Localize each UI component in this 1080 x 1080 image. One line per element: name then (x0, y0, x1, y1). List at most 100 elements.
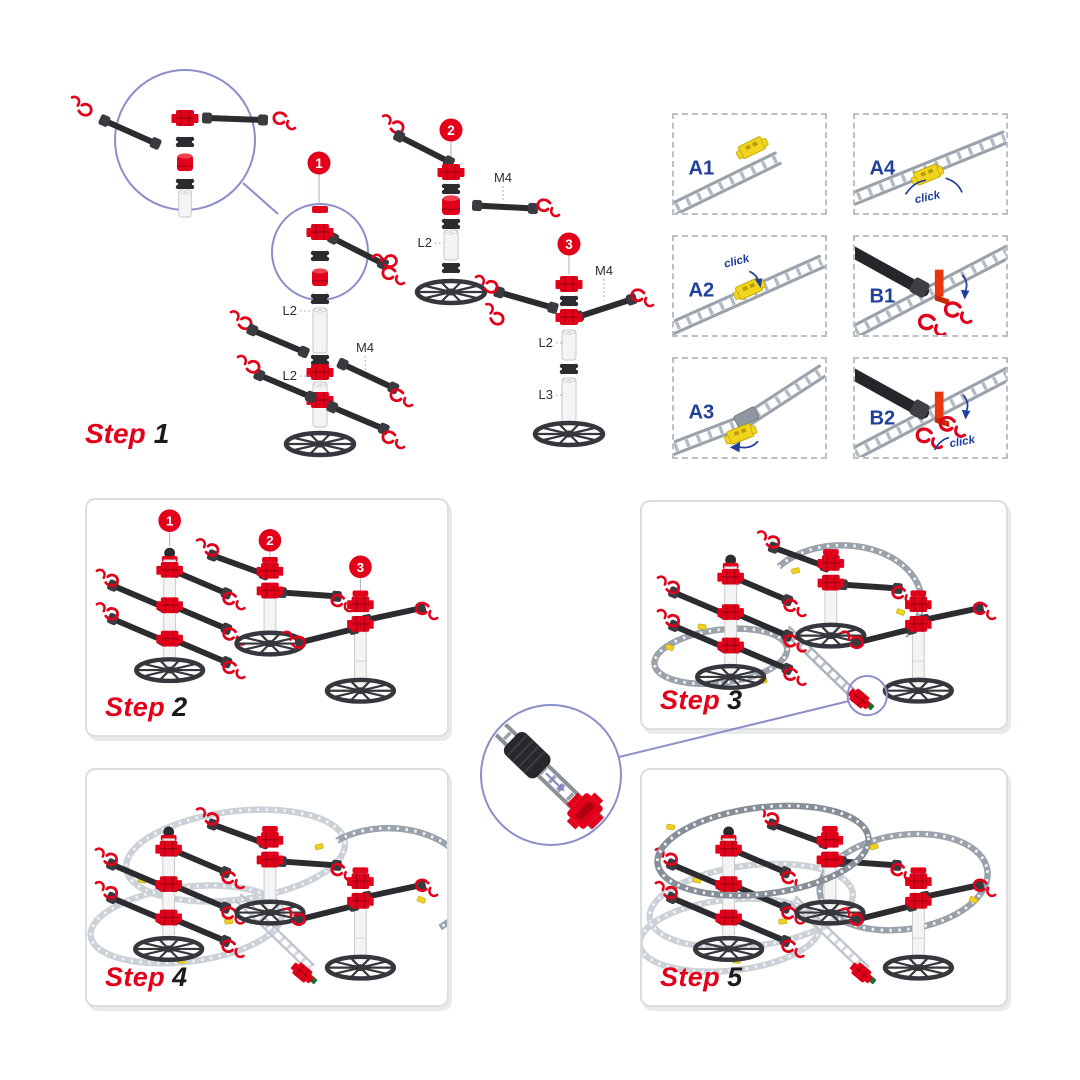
detail-panel-a2: click A2 (672, 235, 827, 337)
tower-1 (96, 827, 243, 960)
detail-a3-illustration: A3 (674, 364, 825, 457)
detail-b1-illustration: B1 (855, 243, 1006, 335)
badge-1-number: 1 (315, 156, 323, 171)
assembly-2-illustration (371, 113, 561, 303)
part-label-m4: M4 (356, 340, 374, 355)
yellow-clip-icon (778, 918, 788, 925)
rotate-arrowhead (960, 289, 970, 300)
track-loop-top-dark (654, 802, 872, 899)
step-number: 3 (727, 685, 743, 715)
step1-part-labels: L2 M4 L2 M4 L2 M4 L2 L3 (283, 170, 614, 402)
track-hinge (733, 406, 760, 428)
step-word: Step (85, 418, 146, 449)
step1-badge-2: 2 (439, 118, 463, 142)
rotate-arrowhead (961, 409, 971, 420)
step-word: Step (660, 962, 721, 992)
part-label-l3: L3 (539, 387, 553, 402)
track-loop-right (816, 830, 991, 934)
step1-badge-3: 3 (557, 232, 581, 256)
tower-1 (658, 555, 805, 688)
red-bracket-foot (934, 294, 950, 306)
panel-label-a3: A3 (688, 402, 714, 424)
tower-3 (842, 590, 995, 701)
click-arc-left (933, 436, 950, 451)
black-rod (855, 368, 930, 419)
yellow-clip-icon (416, 895, 427, 904)
yellow-clip-icon (314, 842, 324, 851)
step-number: 4 (172, 962, 188, 992)
part-label-m4: M4 (595, 263, 613, 278)
step2-badge-3: 3 (349, 555, 372, 579)
badge-2-number: 2 (266, 533, 273, 548)
black-rod (855, 246, 930, 297)
part-label-l2: L2 (283, 368, 297, 383)
step4-illustration (87, 806, 447, 987)
panel-label-a4: A4 (869, 158, 896, 180)
red-cross-connector (566, 792, 604, 830)
rod-collar (909, 399, 930, 420)
step3-illustration (651, 502, 1006, 717)
track-loop-upper (122, 806, 349, 905)
click-arc-right (945, 177, 963, 193)
magnifier-circle (480, 704, 622, 846)
badge-3-number: 3 (565, 237, 573, 252)
click-annotation: click (723, 253, 751, 271)
red-bracket (934, 391, 944, 419)
click-annotation: click (949, 434, 977, 450)
black-sleeve (503, 732, 551, 779)
rod-collar (909, 277, 930, 298)
click-annotation: click (914, 189, 942, 206)
yellow-clip-icon (666, 823, 676, 831)
part-label-l2: L2 (283, 303, 297, 318)
step-number: 5 (727, 962, 743, 992)
step2-badge-2: 2 (258, 529, 282, 552)
track-loop-left (651, 625, 791, 688)
step-word: Step (105, 962, 166, 992)
tower-3 (284, 590, 437, 701)
red-hook-icon (917, 313, 947, 335)
panel-label-a2: A2 (688, 280, 714, 302)
assembly-3-illustration (474, 255, 655, 445)
step2-badge-1: 1 (158, 509, 181, 532)
step2-illustration: 1 2 3 (87, 509, 447, 735)
part-label-l2: L2 (418, 235, 432, 250)
tower-1 (97, 548, 244, 681)
badge-1-number: 1 (166, 514, 174, 529)
assembly-1-illustration (228, 174, 414, 455)
part-label-m4: M4 (494, 170, 512, 185)
detail-panel-a3: A3 (672, 357, 827, 459)
detail-panel-b1: B1 (853, 235, 1008, 337)
yellow-clip-icon (790, 567, 801, 575)
detail-panel-b2: click B2 (853, 357, 1008, 459)
magnifier-connector-line (242, 182, 279, 215)
click-arrowhead (754, 278, 763, 288)
yellow-clip-icon (908, 161, 946, 188)
yellow-clip-icon (697, 623, 707, 631)
detail-a4-illustration: click A4 (855, 130, 1006, 209)
detail-panel-a1: A1 (672, 113, 827, 215)
step-number: 2 (172, 692, 188, 722)
step-word: Step (660, 685, 721, 715)
red-bracket (934, 269, 944, 297)
step-number: 1 (153, 418, 170, 449)
panel-label-b2: B2 (869, 407, 895, 429)
detail-panel-a4: click A4 (853, 113, 1008, 215)
badge-3-number: 3 (357, 560, 364, 575)
step5-illustration (642, 802, 1006, 987)
yellow-clip-icon (895, 608, 906, 616)
detail-a1-illustration: A1 (674, 133, 782, 213)
tower-2 (758, 531, 913, 646)
click-arc-left (905, 179, 927, 195)
badge-2-number: 2 (447, 123, 455, 138)
detail-b2-illustration: click B2 (855, 365, 1006, 457)
magnified-connector-illustration (490, 718, 611, 836)
step1-exploded-diagram: 1 2 3 L2 M4 L2 M4 L2 M4 L2 L3 (68, 69, 655, 475)
